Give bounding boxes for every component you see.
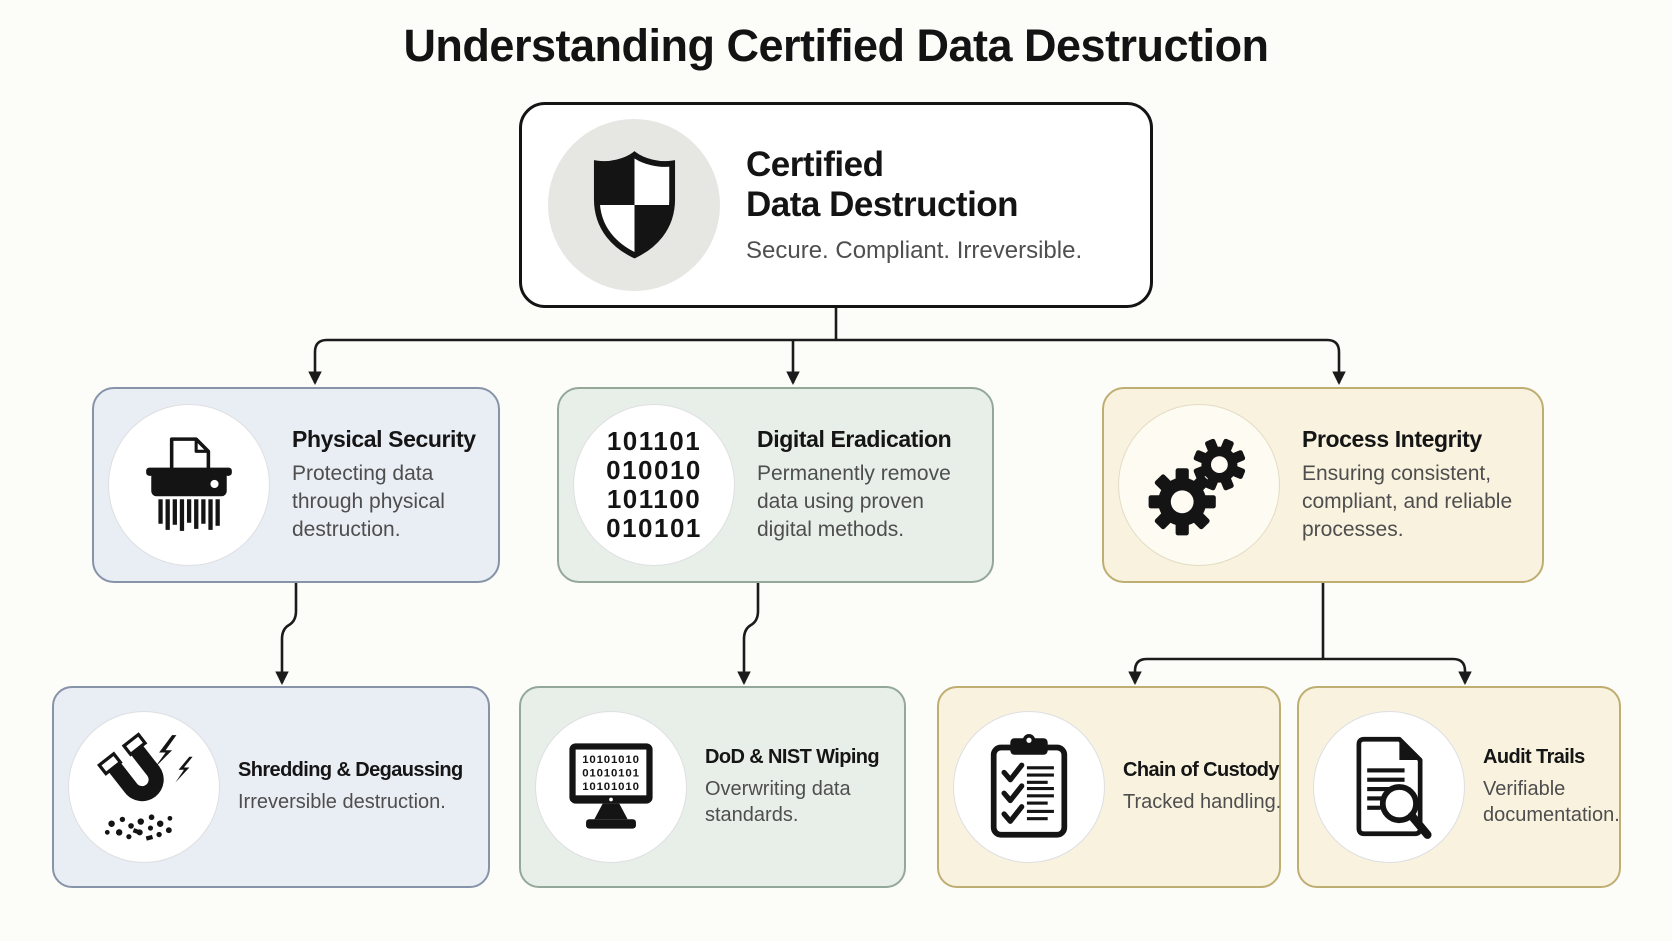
node-process-integrity: Process Integrity Ensuring consistent, c… — [1102, 387, 1544, 583]
node-chain-of-custody: Chain of Custody Tracked handling. — [937, 686, 1281, 888]
root-title-line1: Certified — [746, 144, 884, 184]
card-body: Protecting data through physical destruc… — [292, 462, 445, 541]
node-certified-data-destruction: Certified Data Destruction Secure. Compl… — [519, 102, 1153, 308]
node-physical-security: Physical Security Protecting data throug… — [92, 387, 500, 583]
card-body: Ensuring consistent, compliant, and reli… — [1302, 462, 1513, 541]
root-subtitle: Secure. Compliant. Irreversible. — [746, 237, 1083, 265]
svg-text:01010101: 01010101 — [582, 768, 640, 780]
clipboard-icon-badge — [953, 711, 1105, 863]
node-digital-eradication: 101101 010010 101100 010101 Digital Erad… — [557, 387, 994, 583]
card-title: DoD & NIST Wiping — [705, 746, 880, 768]
card-body: Tracked handling. — [1123, 791, 1282, 813]
magnet-degauss-icon — [97, 732, 193, 841]
monitor-icon-badge: 10101010 01010101 10101010 — [535, 711, 687, 863]
magnet-icon-badge — [68, 711, 220, 863]
card-title: Chain of Custody — [1123, 759, 1280, 781]
root-title-line2: Data Destruction — [746, 185, 1019, 224]
card-title: Shredding & Degaussing — [238, 759, 463, 781]
clipboard-checklist-icon — [990, 734, 1068, 838]
binary-icon-badge: 101101 010010 101100 010101 — [573, 404, 735, 566]
svg-text:10101010: 10101010 — [582, 754, 640, 766]
card-title: Digital Eradication — [757, 426, 952, 453]
document-icon-badge — [1313, 711, 1465, 863]
monitor-binary-icon: 10101010 01010101 10101010 — [569, 743, 653, 829]
node-audit-trails: Audit Trails Verifiable documentation. — [1297, 686, 1621, 888]
card-title: Audit Trails — [1483, 746, 1585, 768]
svg-text:10101010: 10101010 — [582, 781, 640, 793]
shield-icon-badge — [548, 119, 720, 291]
card-title: Process Integrity — [1302, 426, 1482, 453]
binary-code-text: 101101 010010 101100 010101 — [606, 425, 702, 544]
checkered-shield-icon — [593, 151, 675, 259]
paper-shredder-icon — [146, 437, 232, 531]
card-body: Overwriting data standards. — [705, 778, 851, 826]
node-dod-nist-wiping: 10101010 01010101 10101010 DoD & NIST Wi… — [519, 686, 906, 888]
card-title: Physical Security — [292, 426, 476, 453]
page-title: Understanding Certified Data Destruction — [403, 20, 1269, 71]
gears-icon — [1148, 438, 1246, 536]
node-shredding-degaussing: Shredding & Degaussing Irreversible dest… — [52, 686, 490, 888]
card-body: Verifiable documentation. — [1483, 778, 1620, 826]
document-magnifier-icon — [1356, 736, 1432, 839]
shredder-icon-badge — [108, 404, 270, 566]
card-body: Irreversible destruction. — [238, 791, 446, 813]
card-body: Permanently remove data using proven dig… — [757, 462, 951, 541]
gears-icon-badge — [1118, 404, 1280, 566]
